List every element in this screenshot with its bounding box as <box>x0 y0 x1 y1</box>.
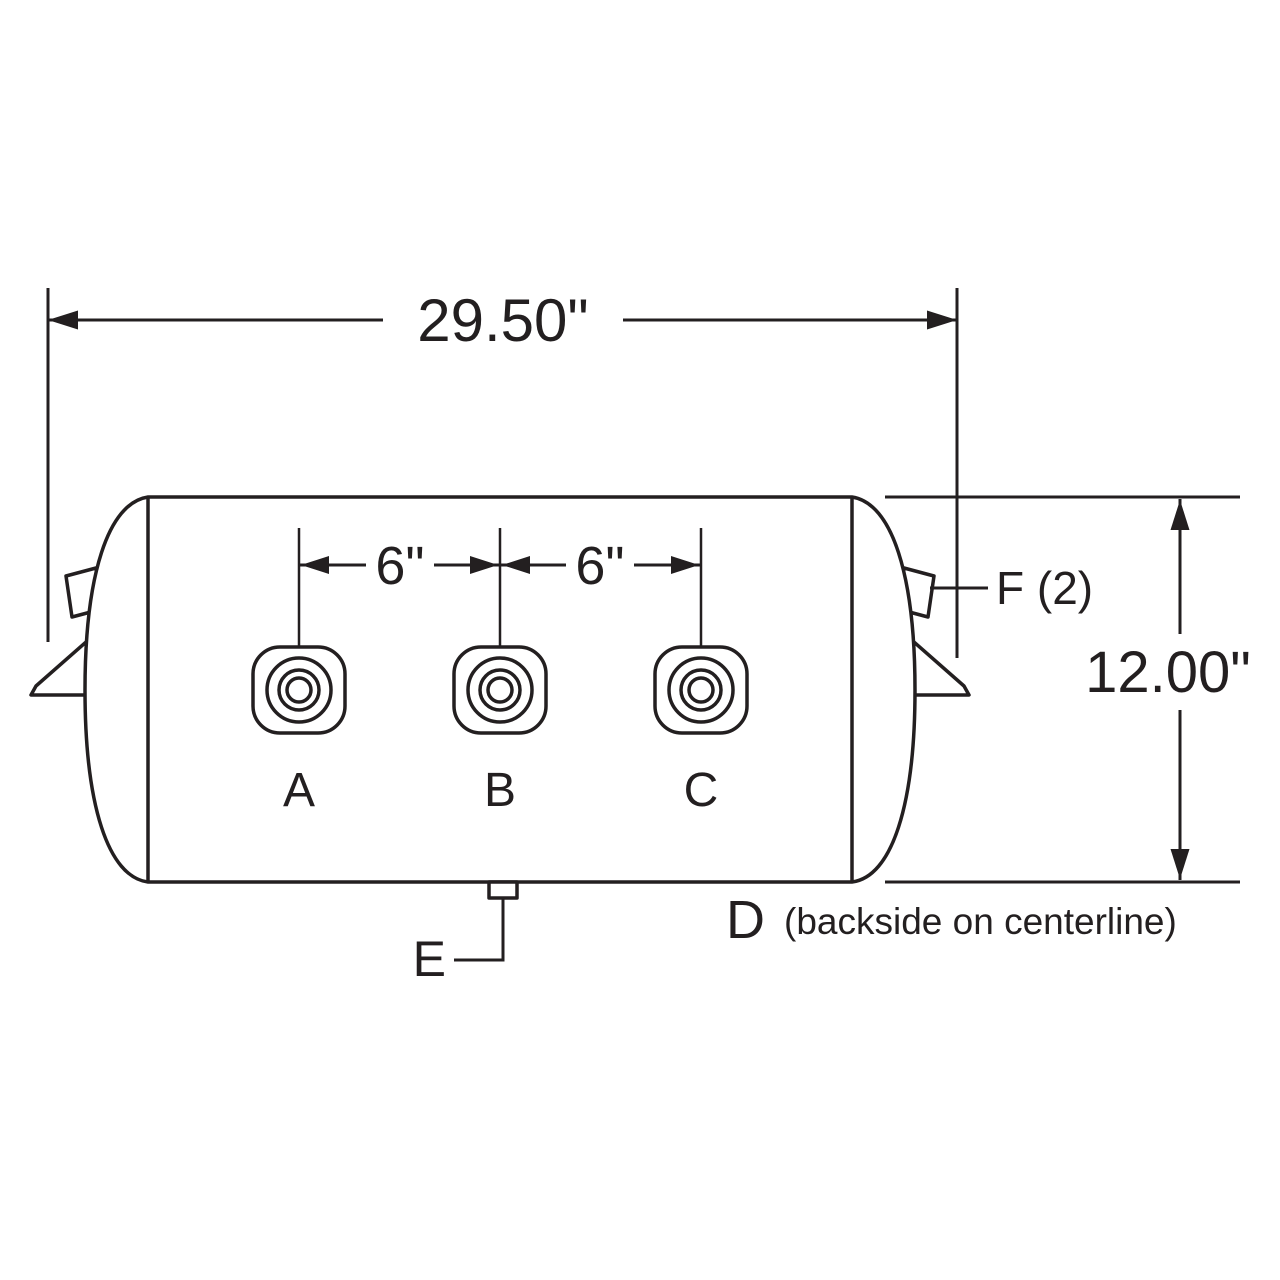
port-ring-inner <box>285 676 313 704</box>
port-b-label: B <box>484 764 516 817</box>
port-a-label: A <box>283 764 315 817</box>
bracket-label: F (2) <box>996 562 1093 614</box>
port-d-label: D <box>726 890 765 950</box>
dimension-port-spacing-ab: 6" <box>299 528 500 600</box>
arrowhead-left-icon <box>502 556 530 574</box>
port-ring-inner <box>486 676 514 704</box>
label-mask <box>383 280 623 358</box>
port-e-fitting <box>487 880 519 900</box>
port-e-label: E <box>413 931 446 987</box>
diameter-label: 12.00" <box>1085 640 1251 705</box>
arrowhead-left-icon <box>301 556 329 574</box>
port-centerlines <box>297 528 703 647</box>
arrowhead-right-icon <box>671 556 699 574</box>
port-ring-mid <box>679 668 723 712</box>
arrowhead-left-icon <box>48 310 78 330</box>
arrowhead-down-icon <box>1170 849 1190 879</box>
port-a: A <box>251 645 347 817</box>
leader-line-e <box>454 898 505 962</box>
label-mask <box>566 528 634 600</box>
port-d-note-label: (backside on centerline) <box>784 901 1177 942</box>
arrowhead-up-icon <box>1170 500 1190 530</box>
port-b: B <box>452 645 548 817</box>
arrowhead-right-icon <box>927 310 957 330</box>
port-d-note: D (backside on centerline) <box>726 890 1177 950</box>
arrowhead-right-icon <box>470 556 498 574</box>
port-ring-outer <box>466 656 534 724</box>
port-c: C <box>653 645 749 817</box>
label-mask <box>366 528 434 600</box>
port-ring-outer <box>667 656 735 724</box>
callout-f: F (2) <box>930 562 1093 614</box>
port-ring-mid <box>277 668 321 712</box>
port-e: E <box>413 880 519 987</box>
dimension-port-spacing-bc: 6" <box>500 528 701 600</box>
port-ring-outer <box>265 656 333 724</box>
port-ring-inner <box>687 676 715 704</box>
spacing-bc-label: 6" <box>575 536 624 596</box>
port-c-label: C <box>684 764 719 817</box>
dimension-overall-length: 29.50" <box>46 280 959 658</box>
overall-length-label: 29.50" <box>417 287 588 354</box>
port-ring-mid <box>478 668 522 712</box>
label-mask <box>1062 634 1278 710</box>
spacing-ab-label: 6" <box>375 536 424 596</box>
dimension-diameter: 12.00" <box>885 495 1278 884</box>
